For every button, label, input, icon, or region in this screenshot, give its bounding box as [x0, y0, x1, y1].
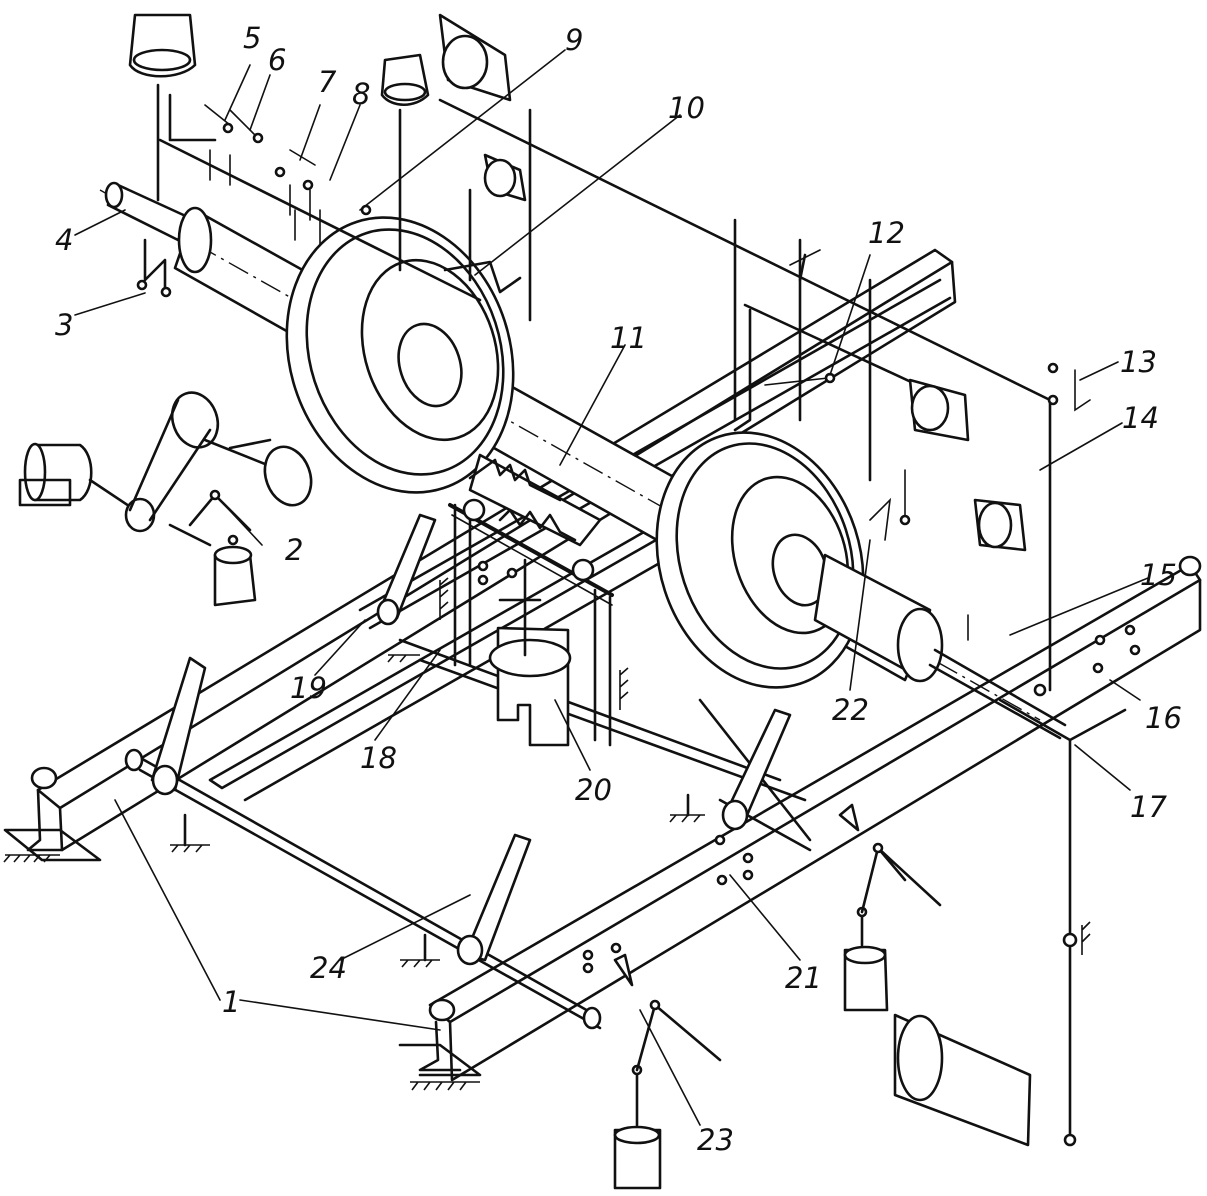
callout-6: 6 [268, 43, 286, 77]
rail-end-profile-left [30, 766, 58, 790]
rail-track-frame [3, 248, 1202, 1091]
callout-16: 16 [1145, 701, 1182, 735]
callout-8: 8 [352, 77, 370, 111]
wheelset [99, 181, 1067, 740]
callout-11: 11 [610, 321, 647, 355]
right-wheel [655, 431, 865, 689]
callout-21: 21 [785, 961, 822, 995]
callout-13: 13 [1120, 345, 1157, 379]
upper-cylinders-and-sensors [128, 13, 1052, 402]
torsion-shafts-and-levers [124, 513, 860, 1030]
callout-3: 3 [55, 308, 73, 342]
vertical-loading-frame [439, 503, 629, 747]
callout-5: 5 [243, 21, 261, 55]
callout-10: 10 [668, 91, 705, 125]
callout-4: 4 [55, 223, 73, 257]
callout-22: 22 [832, 693, 869, 727]
callout-23: 23 [697, 1123, 734, 1157]
callout-1: 1 [222, 985, 240, 1019]
callout-15: 15 [1140, 558, 1177, 592]
callout-labels: 1 2 3 4 5 6 7 8 9 10 11 12 13 14 15 16 1… [55, 21, 1182, 1157]
spring-unit [462, 453, 602, 582]
callout-14: 14 [1122, 401, 1159, 435]
callout-9: 9 [565, 23, 583, 57]
callout-2: 2 [285, 533, 303, 567]
callout-18: 18 [360, 741, 397, 775]
leader-lines [74, 49, 1149, 1126]
drive-motor-unit [18, 391, 313, 607]
rail-end-profile-front [428, 998, 456, 1022]
callout-19: 19 [290, 671, 327, 705]
callout-17: 17 [1130, 790, 1167, 824]
callout-7: 7 [318, 65, 337, 99]
callout-12: 12 [868, 216, 905, 250]
callout-24: 24 [310, 951, 347, 985]
right-side-instruments [582, 218, 1141, 1190]
rail-end-profile-right [1178, 555, 1202, 577]
callout-20: 20 [575, 773, 612, 807]
